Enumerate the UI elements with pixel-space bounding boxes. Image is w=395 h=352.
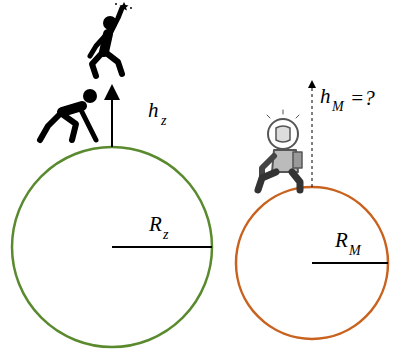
subscript: M bbox=[332, 100, 344, 114]
height-symbol: h bbox=[320, 86, 331, 107]
radius-symbol: R bbox=[149, 214, 162, 235]
unknown-mark: =? bbox=[350, 88, 375, 109]
astronaut-figure bbox=[258, 110, 302, 190]
radius-line bbox=[312, 262, 388, 264]
radius-symbol: R bbox=[335, 230, 348, 251]
subscript: z bbox=[163, 228, 168, 242]
height-arrow bbox=[111, 88, 113, 147]
radius-line bbox=[112, 246, 212, 248]
moon-circle bbox=[236, 187, 388, 339]
jumping-person bbox=[90, 2, 132, 76]
earth-circle bbox=[12, 147, 212, 347]
subscript: M bbox=[349, 244, 361, 258]
crouching-person bbox=[40, 89, 97, 140]
subscript: z bbox=[161, 114, 166, 128]
height-arrow-dashed bbox=[312, 82, 313, 187]
height-symbol: h bbox=[148, 100, 159, 121]
